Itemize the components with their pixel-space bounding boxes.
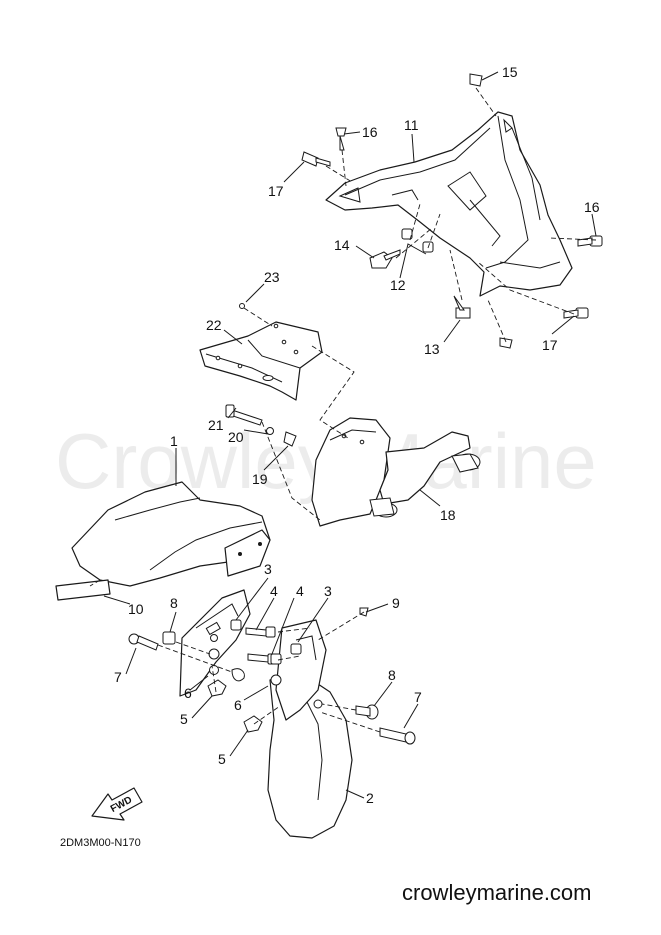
part-10-decal [55,579,111,601]
callout-3: 3 [324,583,332,599]
callout-2: 2 [366,790,374,806]
callout-1: 1 [170,433,178,449]
callout-4: 4 [270,583,278,599]
callout-5: 5 [218,751,226,767]
callout-12: 12 [390,277,406,293]
callout-10: 10 [128,601,144,617]
callouts: 1 2 3 3 4 4 5 5 6 6 7 7 8 8 9 10 11 12 1… [114,64,600,806]
callout-20: 20 [228,429,244,445]
callout-18: 18 [440,507,456,523]
callout-17: 17 [268,183,284,199]
callout-11: 11 [404,117,419,133]
fwd-arrow-icon: FWD [91,787,143,821]
callout-16: 16 [362,124,378,140]
hardware [128,73,603,745]
callout-7: 7 [114,669,122,685]
callout-21: 21 [208,417,224,433]
callout-8: 8 [170,595,178,611]
diagram-code: 2DM3M00-N170 [60,837,141,849]
part-18-bracket [311,417,481,527]
callout-13: 13 [424,341,440,357]
callout-5: 5 [180,711,188,727]
callout-3: 3 [264,561,272,577]
callout-23: 23 [264,269,280,285]
callout-16: 16 [584,199,600,215]
part-1-front-fender [71,481,271,587]
callout-19: 19 [252,471,268,487]
callout-4: 4 [296,583,304,599]
part-22-plate [199,321,323,401]
fender-bracket-left [179,589,251,697]
website-text: crowleymarine.com [402,880,592,905]
callout-8: 8 [388,667,396,683]
callout-6: 6 [234,697,242,713]
callout-17: 17 [542,337,558,353]
leader-lines [103,71,597,799]
assembly-lines [89,87,597,733]
callout-9: 9 [392,595,400,611]
part-11-cowling [325,111,573,297]
callout-6: 6 [184,685,192,701]
callout-22: 22 [206,317,222,333]
callout-14: 14 [334,237,350,253]
part-2-lower-fender [267,619,353,839]
callout-7: 7 [414,689,422,705]
callout-15: 15 [502,64,518,80]
